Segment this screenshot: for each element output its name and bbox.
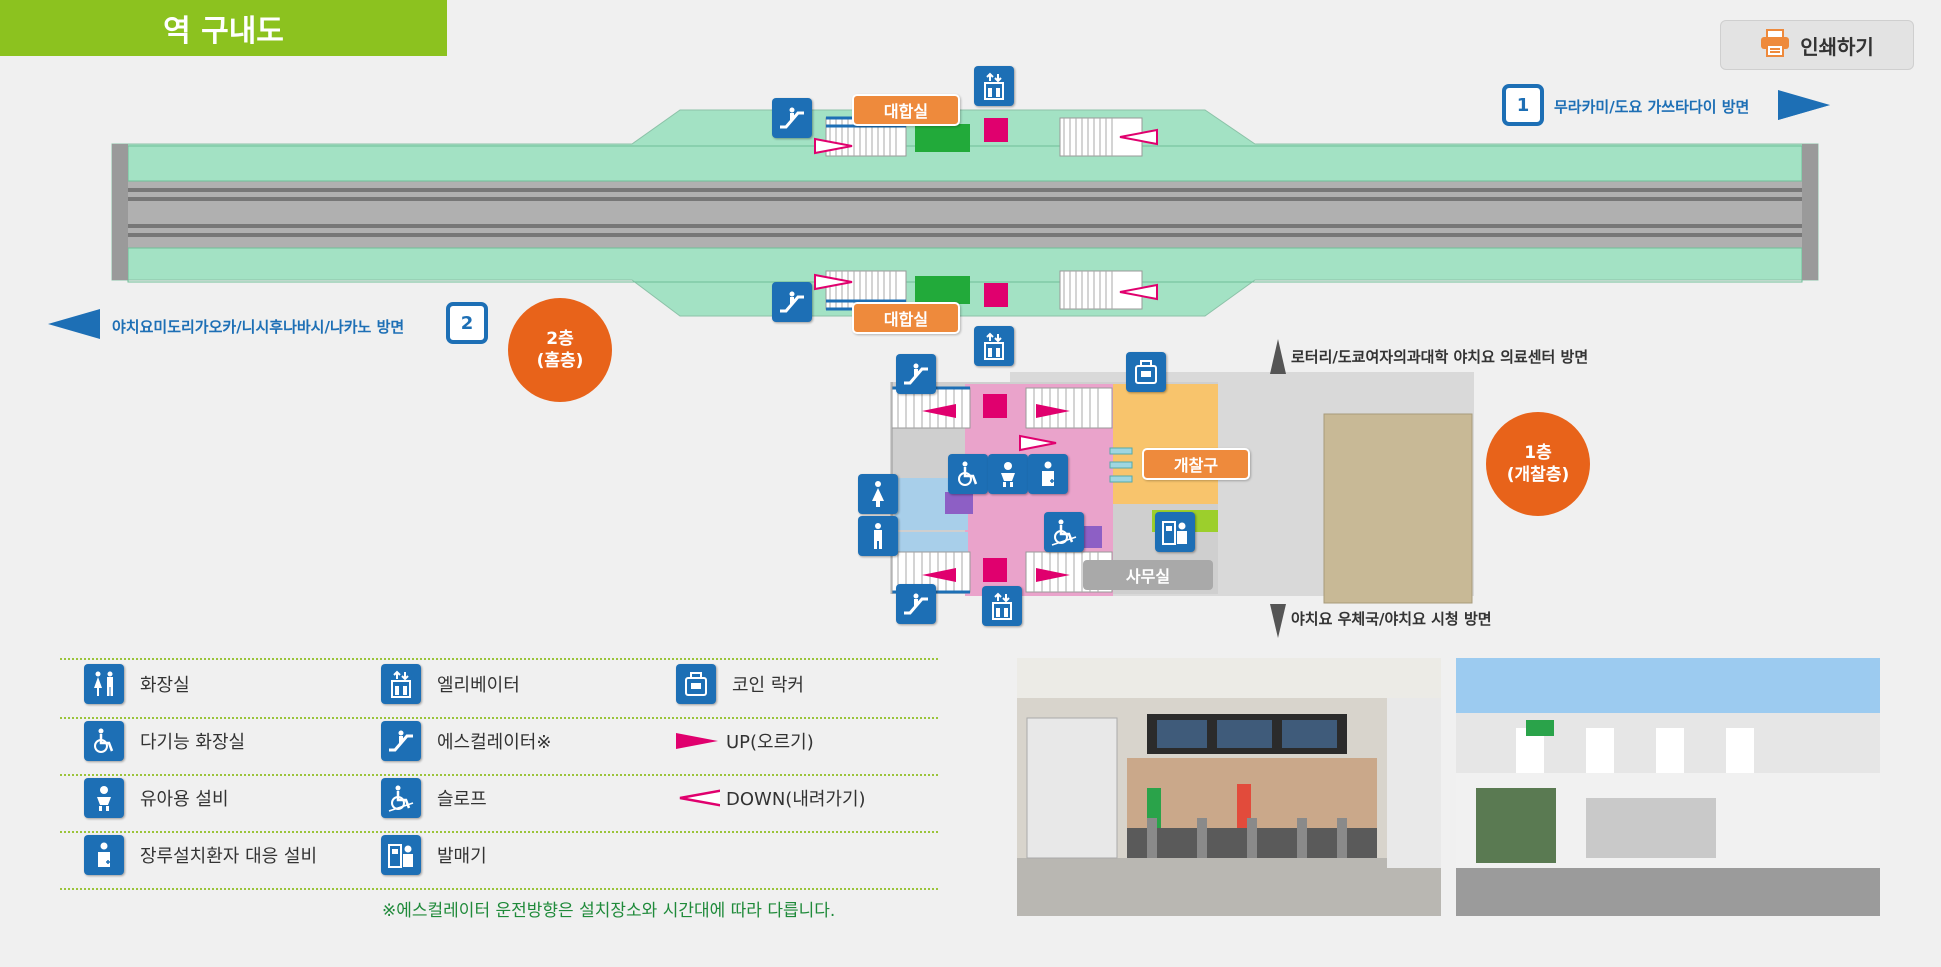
platform2-number: 2 (446, 302, 488, 344)
legend-item-elevator: 엘리베이터 (381, 664, 520, 704)
legend-label: 슬로프 (437, 789, 487, 810)
escalator-icon (772, 282, 812, 322)
platform2-direction: 야치요미도리가오카/니시후나바시/나카노 방면 (112, 318, 405, 336)
floor1-circle: 1층 (개찰층) (1486, 412, 1590, 516)
legend-item-slope: 슬로프 (381, 778, 487, 818)
ticket-machine-icon (1155, 512, 1195, 552)
legend-item-baby: 유아용 설비 (84, 778, 229, 818)
legend-label: 다기능 화장실 (140, 732, 246, 753)
legend-item-ostomate: 장루설치환자 대응 설비 (84, 835, 317, 875)
legend-item-accessible-toilet: 다기능 화장실 (84, 721, 245, 761)
coin-locker-icon (676, 664, 716, 704)
legend-item-up: UP(오르기) (676, 721, 814, 761)
escalator-icon (772, 98, 812, 138)
floor1-line1: 1층 (1524, 443, 1552, 463)
print-button[interactable]: 인쇄하기 (1720, 20, 1914, 70)
floor1-line2: (개찰층) (1506, 465, 1570, 485)
ticket-gate-label: 개찰구 (1142, 448, 1250, 480)
legend-divider (60, 658, 938, 660)
legend-item-coin-locker: 코인 락커 (676, 664, 804, 704)
ostomate-icon (1028, 454, 1068, 494)
elevator-icon (381, 664, 421, 704)
elevator-icon (982, 586, 1022, 626)
legend-item-escalator: 에스컬레이터※ (381, 721, 551, 761)
legend-label: DOWN(내려가기) (726, 789, 866, 810)
escalator-note: ※에스컬레이터 운전방향은 설치장소와 시간대에 따라 다릅니다. (382, 901, 836, 921)
elevator-icon (974, 66, 1014, 106)
legend-label: 엘리베이터 (437, 675, 520, 696)
down-arrow-icon (679, 789, 720, 807)
legend-item-ticket-machine: 발매기 (381, 835, 487, 875)
floor2-circle: 2층 (홈층) (508, 298, 612, 402)
accessible-toilet-icon (84, 721, 124, 761)
escalator-icon (381, 721, 421, 761)
legend-row-3 (60, 774, 938, 833)
coin-locker-icon (1126, 352, 1166, 392)
legend-item-down: DOWN(내려가기) (676, 778, 866, 818)
baby-icon (988, 454, 1028, 494)
ostomate-icon (84, 835, 124, 875)
office-label: 사무실 (1083, 560, 1213, 590)
legend-row-4 (60, 831, 938, 890)
ticket-gate-photo (1017, 658, 1441, 916)
station-exterior-photo (1456, 658, 1880, 916)
slope-icon (1044, 512, 1084, 552)
up-arrow-icon (676, 733, 718, 749)
floor2-line1: 2층 (546, 329, 574, 349)
legend-row-1 (60, 660, 938, 719)
printer-icon (1760, 28, 1790, 62)
legend-label: 코인 락커 (732, 675, 804, 696)
legend-label: 발매기 (437, 846, 487, 867)
waiting-room-top-label: 대합실 (852, 94, 960, 126)
exit-south-direction: 야치요 우체국/야치요 시청 방면 (1291, 610, 1492, 628)
escalator-icon (896, 584, 936, 624)
platform1-direction: 무라카미/도요 가쓰타다이 방면 (1554, 98, 1750, 116)
legend-label: 에스컬레이터※ (437, 732, 552, 753)
print-label: 인쇄하기 (1800, 34, 1874, 59)
toilet-icon (858, 474, 898, 514)
legend-row-2 (60, 717, 938, 776)
waiting-room-bottom-label: 대합실 (852, 302, 960, 334)
escalator-icon (896, 354, 936, 394)
elevator-icon (974, 326, 1014, 366)
page-title: 역 구내도 (0, 0, 447, 56)
legend-label: 유아용 설비 (140, 789, 229, 810)
legend-item-toilet: 화장실 (84, 664, 190, 704)
platform1-number: 1 (1502, 84, 1544, 126)
legend-label: 화장실 (140, 675, 190, 696)
floor2-line2: (홈층) (536, 351, 584, 371)
legend-label: UP(오르기) (726, 732, 814, 753)
legend-label: 장루설치환자 대응 설비 (140, 846, 318, 867)
toilet-icon (858, 516, 898, 556)
baby-icon (84, 778, 124, 818)
toilet-icon (84, 664, 124, 704)
slope-icon (381, 778, 421, 818)
accessible-toilet-icon (948, 454, 988, 494)
ticket-machine-icon (381, 835, 421, 875)
exit-north-direction: 로터리/도쿄여자의과대학 야치요 의료센터 방면 (1291, 348, 1589, 366)
